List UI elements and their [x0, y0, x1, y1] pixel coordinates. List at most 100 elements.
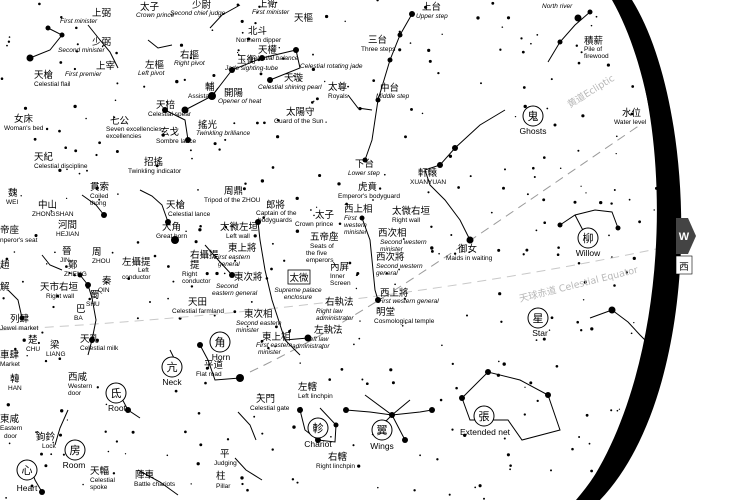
background-star — [352, 444, 355, 447]
background-star — [115, 150, 119, 153]
svg-text:楚: 楚 — [28, 334, 38, 346]
svg-text:ZHONGSHAN: ZHONGSHAN — [32, 211, 74, 218]
background-star — [256, 11, 259, 14]
background-star — [365, 382, 369, 386]
background-star — [41, 331, 44, 334]
background-star — [509, 468, 511, 471]
lodge-horn[interactable]: 角 Horn — [209, 331, 231, 362]
svg-text:Pillar: Pillar — [216, 483, 231, 490]
lodge-extended-net[interactable]: 張 Extended net — [460, 405, 511, 437]
background-star — [606, 63, 610, 67]
background-star — [73, 67, 77, 71]
major-star — [267, 77, 273, 83]
svg-text:Second chief judge: Second chief judge — [170, 10, 226, 17]
background-star — [101, 45, 104, 48]
svg-text:Upper step: Upper step — [416, 13, 448, 20]
svg-text:First eastern: First eastern — [256, 342, 293, 349]
major-star — [429, 407, 435, 413]
lodge-willow[interactable]: 柳 Willow — [576, 227, 601, 258]
background-star — [536, 399, 539, 403]
lodge-heart[interactable]: 心 Heart — [16, 459, 38, 493]
lodge-root[interactable]: 氐 Root — [105, 382, 127, 413]
svg-text:五帝座: 五帝座 — [310, 231, 339, 243]
background-star — [608, 234, 610, 237]
svg-text:貫索: 貫索 — [90, 181, 109, 193]
background-star — [321, 347, 323, 350]
major-star — [452, 145, 458, 151]
lodge-star[interactable]: 星 Star — [527, 307, 549, 338]
background-star — [58, 357, 62, 361]
major-star — [608, 306, 616, 314]
major-star — [236, 374, 244, 382]
major-star — [85, 282, 91, 288]
background-star — [213, 142, 217, 146]
lodge-neck[interactable]: 亢 Neck — [161, 356, 183, 387]
background-star — [244, 182, 247, 185]
taiwei-label[interactable]: 太微 Supreme palace enclosure — [274, 269, 322, 301]
svg-text:鬼: 鬼 — [528, 109, 539, 123]
lodge-wings[interactable]: 翼 Wings — [370, 419, 394, 451]
svg-text:天權: 天權 — [258, 44, 278, 56]
background-star — [542, 198, 546, 202]
background-star — [468, 251, 471, 253]
major-star — [171, 236, 179, 244]
svg-text:少尉: 少尉 — [192, 0, 212, 11]
background-star — [409, 42, 412, 44]
svg-text:Right: Right — [182, 271, 197, 278]
svg-text:the five: the five — [306, 250, 327, 257]
svg-text:內屏: 內屏 — [330, 262, 349, 273]
svg-text:Cosmological temple: Cosmological temple — [374, 318, 435, 325]
svg-text:Flat road: Flat road — [196, 371, 222, 378]
background-star — [378, 187, 382, 190]
background-star — [194, 240, 198, 244]
background-star — [233, 310, 237, 314]
background-star — [262, 216, 265, 219]
major-star — [557, 39, 563, 45]
major-star — [229, 272, 235, 278]
svg-text:Right wall: Right wall — [46, 293, 75, 300]
background-star — [497, 248, 501, 252]
background-star — [348, 261, 352, 265]
svg-text:魏: 魏 — [8, 187, 18, 199]
svg-text:三台: 三台 — [368, 34, 387, 46]
svg-text:Supreme palace: Supreme palace — [274, 287, 322, 294]
background-star — [75, 50, 79, 53]
lodge-chariot[interactable]: 軫 Chariot — [304, 417, 332, 449]
svg-text:JIN: JIN — [60, 257, 70, 264]
svg-text:door: door — [4, 433, 18, 440]
svg-text:Second: Second — [216, 283, 238, 290]
background-star — [98, 198, 101, 201]
background-star — [450, 234, 453, 236]
background-star — [457, 186, 460, 189]
background-star — [573, 200, 577, 204]
background-star — [62, 453, 65, 456]
background-star — [520, 37, 523, 40]
background-star — [451, 362, 454, 366]
background-star — [260, 339, 264, 343]
lodge-ghosts[interactable]: 鬼 Ghosts — [520, 105, 547, 136]
background-star — [401, 324, 404, 327]
west-cardinal-marker[interactable]: W 西 — [675, 218, 696, 275]
background-star — [419, 454, 421, 457]
background-star — [185, 230, 187, 233]
background-star — [112, 472, 116, 475]
background-star — [376, 0, 379, 2]
major-star — [409, 11, 415, 17]
background-star — [383, 173, 386, 176]
background-star — [385, 272, 388, 275]
background-star — [14, 347, 17, 351]
svg-text:Three steps: Three steps — [361, 46, 396, 53]
svg-text:nperor's seat: nperor's seat — [0, 237, 38, 244]
background-star — [299, 362, 301, 364]
background-star — [355, 287, 358, 290]
lodge-room[interactable]: 房 Room — [63, 439, 86, 470]
background-star — [506, 453, 510, 457]
svg-text:天棓: 天棓 — [156, 99, 176, 111]
background-star — [76, 43, 79, 46]
svg-text:Right wall: Right wall — [392, 217, 421, 224]
svg-text:軫: 軫 — [313, 421, 324, 435]
background-star — [189, 149, 192, 152]
svg-text:西次將: 西次將 — [376, 251, 405, 263]
svg-text:thong: thong — [90, 200, 107, 207]
svg-text:Jewel market: Jewel market — [0, 325, 38, 332]
